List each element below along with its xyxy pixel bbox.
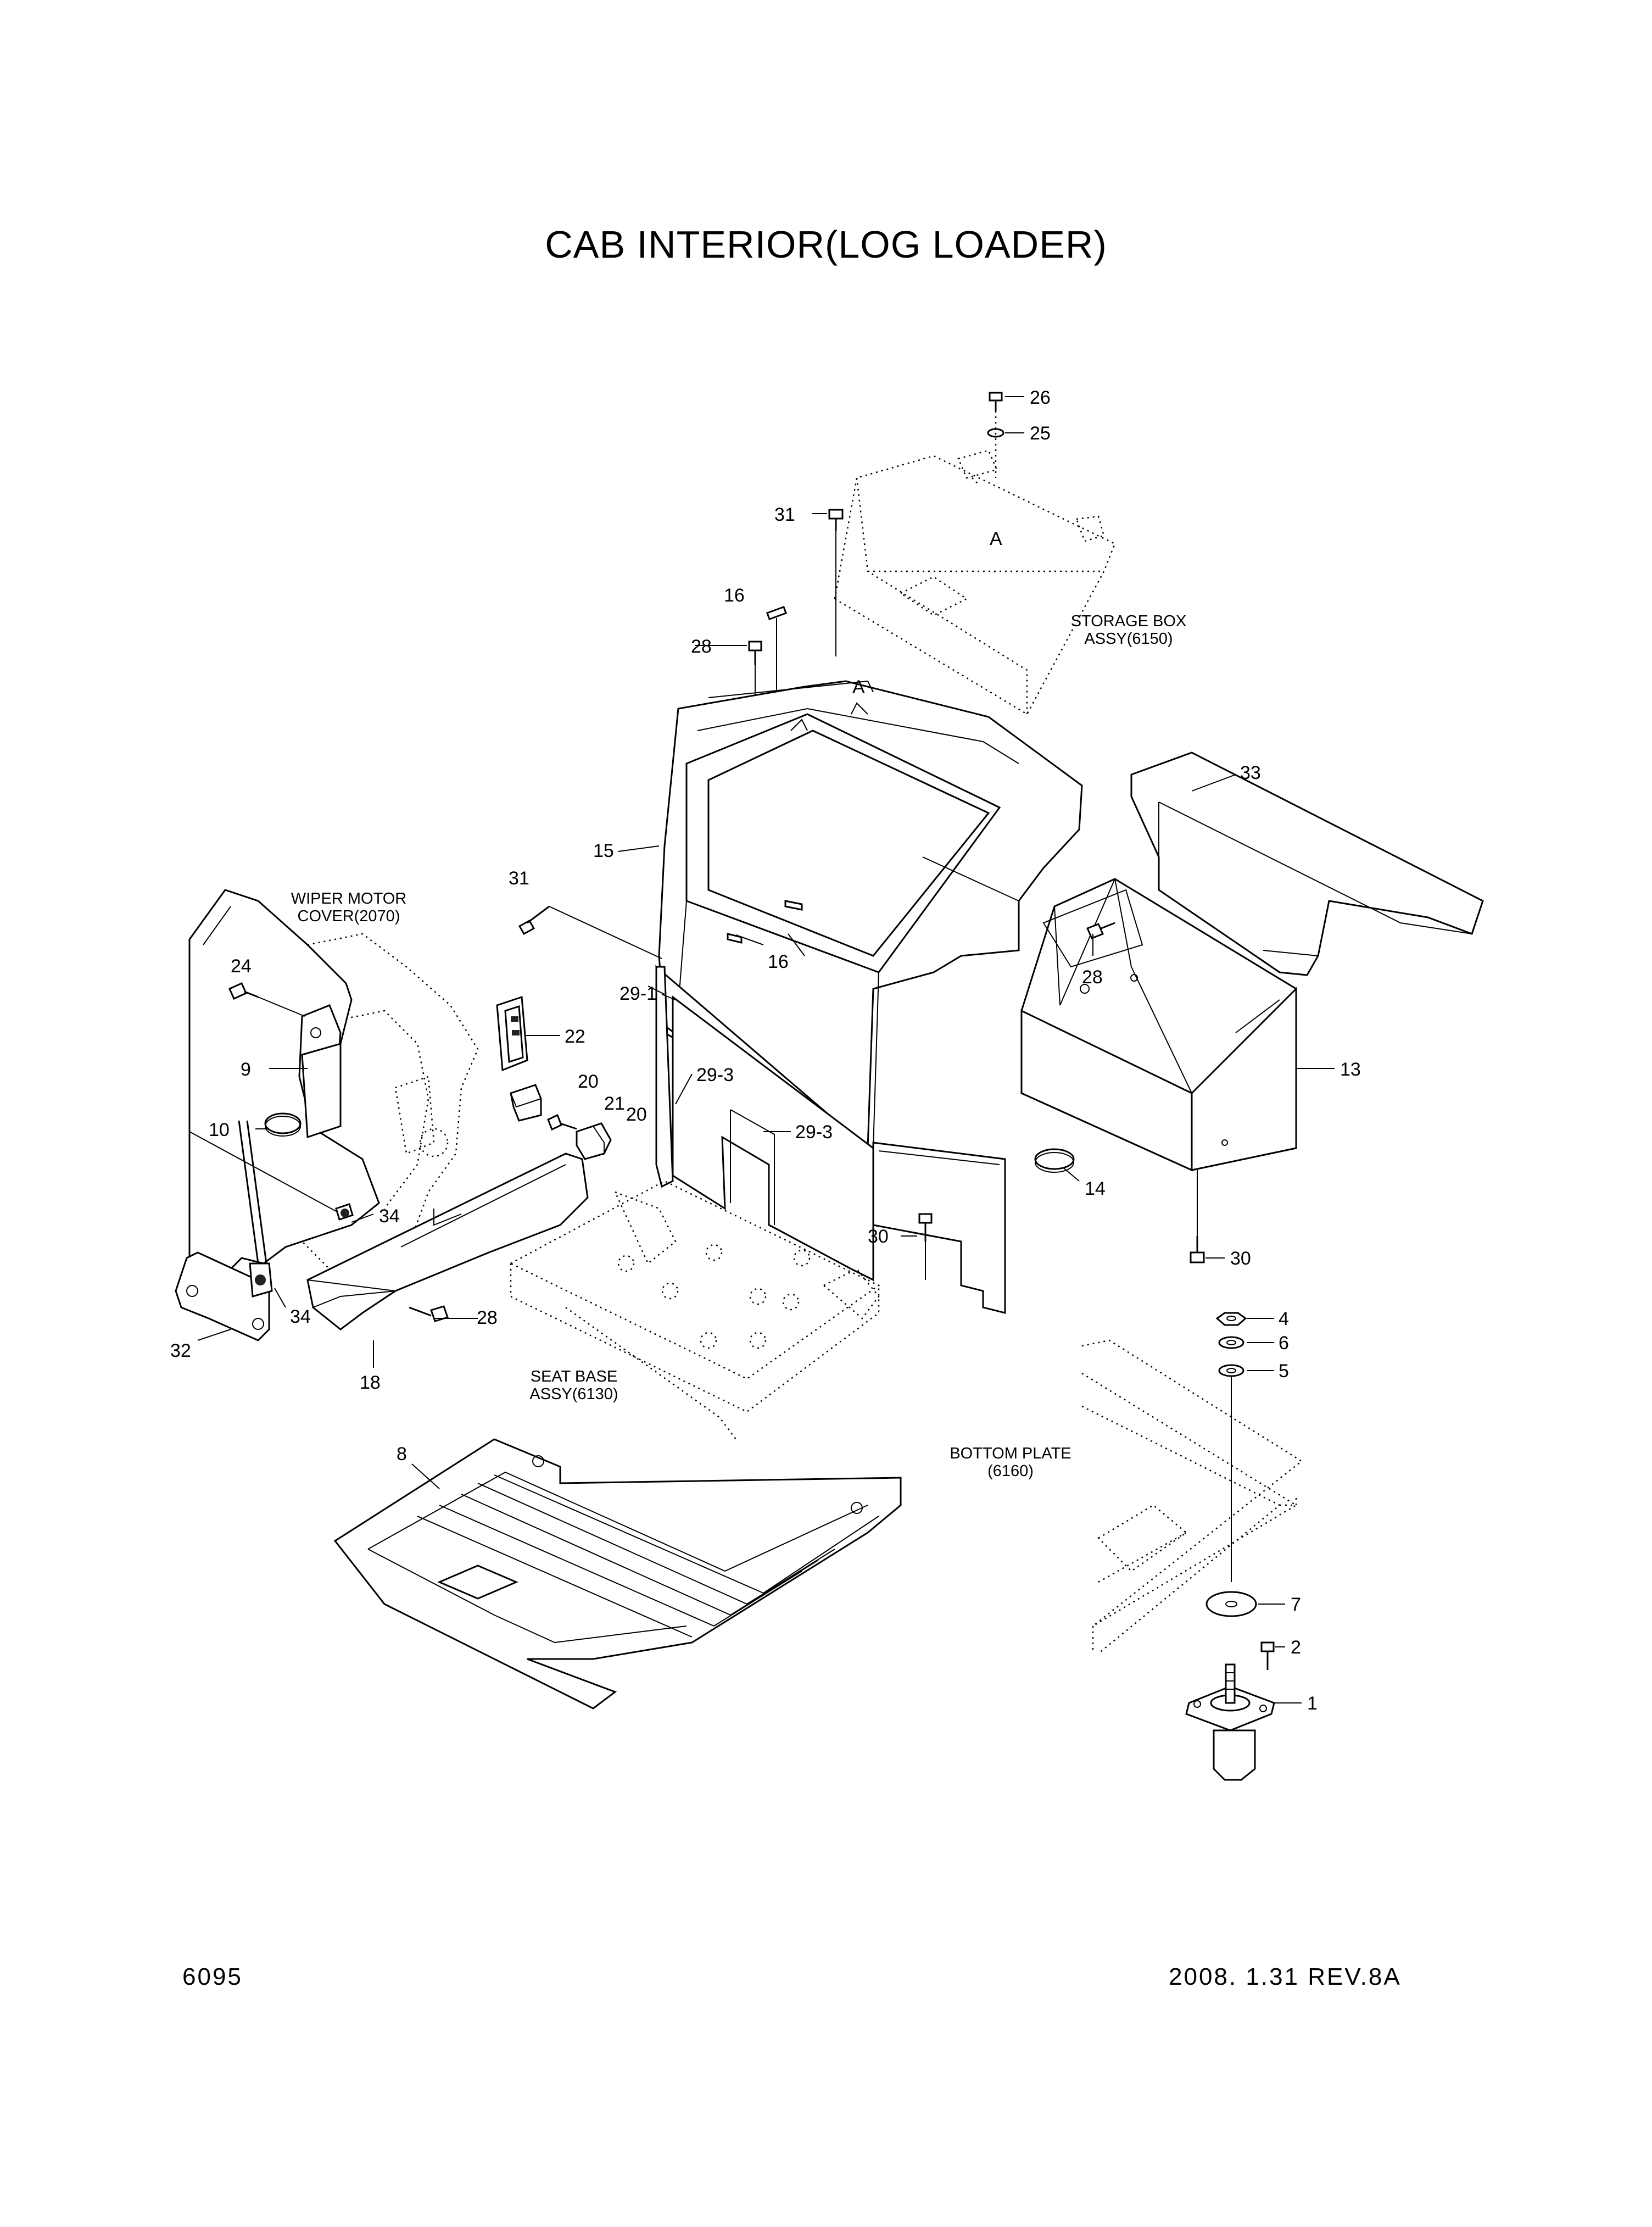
- seat-base-assembly: [509, 1180, 880, 1440]
- callout-22: 22: [565, 1026, 585, 1047]
- storage-box-label-1: STORAGE BOX: [1071, 613, 1187, 630]
- callout-20-a: 20: [578, 1071, 599, 1092]
- screw-28-right-icon: [1086, 922, 1115, 939]
- callout-8: 8: [397, 1444, 407, 1465]
- motor-bracket-9: [298, 1004, 342, 1139]
- wiper-cover-label-1: WIPER MOTOR: [291, 890, 407, 907]
- view-marker-a-panel: A: [852, 677, 865, 698]
- washer-5-icon: [1218, 1364, 1244, 1377]
- floor-mat-8: [333, 1438, 902, 1710]
- callout-1: 1: [1307, 1693, 1318, 1714]
- callout-16-top: 16: [724, 585, 745, 606]
- callout-18: 18: [360, 1372, 381, 1393]
- switch-20-a-icon: [510, 1084, 542, 1122]
- rear-panel-15: [658, 680, 1083, 1150]
- screw-24-icon: [228, 982, 305, 1017]
- callout-30-mid: 30: [868, 1226, 889, 1247]
- screw-30-mid-icon: [918, 1213, 933, 1280]
- callout-31-top: 31: [774, 504, 795, 525]
- screw-28-low-icon: [409, 1305, 449, 1322]
- view-marker-a-top: A: [990, 528, 1002, 549]
- callout-20-b: 20: [626, 1104, 647, 1125]
- callout-leaders: [197, 396, 1335, 1703]
- callout-33: 33: [1240, 762, 1261, 783]
- page-title: CAB INTERIOR(LOG LOADER): [545, 223, 1107, 266]
- callout-34-b: 34: [290, 1306, 311, 1327]
- switch-20-b-icon: [576, 1122, 612, 1160]
- clamp-14-icon: [1034, 1148, 1075, 1173]
- storage-box-label-2: ASSY(6150): [1084, 630, 1173, 648]
- storage-box-13: [1020, 878, 1297, 1172]
- panel-29-3-left: [672, 995, 874, 1282]
- callout-13: 13: [1340, 1059, 1361, 1080]
- callout-16-mid: 16: [768, 951, 789, 972]
- panel-29-3-right: [872, 1142, 1006, 1314]
- callout-9: 9: [241, 1059, 251, 1080]
- bottom-plate-assembly: [1081, 1339, 1303, 1654]
- seat-base-label-1: SEAT BASE: [531, 1368, 618, 1385]
- revision-date: 2008. 1.31 REV.8A: [1169, 1963, 1402, 1990]
- callout-29-3-a: 29-3: [696, 1065, 734, 1085]
- callout-32: 32: [170, 1340, 191, 1361]
- bolt-2-icon: [1260, 1641, 1275, 1670]
- washer-6-icon: [1218, 1336, 1244, 1349]
- callout-30-right: 30: [1230, 1248, 1251, 1269]
- screw-31-top-icon: [828, 509, 844, 656]
- assembly-labels: STORAGE BOX ASSY(6150) WIPER MOTOR COVER…: [291, 613, 1187, 1480]
- mount-1-icon: [1185, 1663, 1275, 1781]
- callout-28-top: 28: [691, 636, 712, 657]
- callout-31-mid: 31: [509, 868, 529, 889]
- callout-28-low: 28: [477, 1307, 498, 1328]
- rod-34: [238, 1120, 273, 1298]
- screw-31-mid-icon: [518, 905, 662, 959]
- clamp-10-icon: [264, 1112, 302, 1137]
- storage-box-assembly: [834, 449, 1116, 715]
- callout-6: 6: [1279, 1333, 1289, 1354]
- callout-7: 7: [1291, 1594, 1301, 1615]
- callout-21: 21: [604, 1093, 625, 1114]
- switch-22-icon: [496, 995, 528, 1072]
- bottom-plate-label-1: BOTTOM PLATE: [950, 1445, 1071, 1462]
- seat-base-label-2: ASSY(6130): [529, 1385, 618, 1403]
- wiper-cover-label-2: COVER(2070): [298, 907, 400, 925]
- callout-15: 15: [593, 840, 614, 861]
- screw-21-icon: [547, 1114, 577, 1131]
- callout-2: 2: [1291, 1637, 1301, 1658]
- callout-34-a: 34: [379, 1206, 400, 1227]
- bracket-33: [1130, 751, 1484, 976]
- washer-7-icon: [1205, 1591, 1257, 1617]
- bottom-plate-label-2: (6160): [987, 1462, 1034, 1480]
- callout-numbers: 26 25 31 16 28 33 15 31 16 28 24 22 29-1…: [170, 387, 1361, 1714]
- nut-4-icon: [1215, 1312, 1247, 1326]
- callout-25: 25: [1030, 423, 1051, 444]
- callout-10: 10: [209, 1120, 230, 1140]
- duct-18: [306, 1153, 589, 1330]
- page-number: 6095: [182, 1963, 243, 1990]
- screw-34-icon: [189, 1131, 354, 1221]
- callout-5: 5: [1279, 1361, 1289, 1382]
- callout-29-3-b: 29-3: [795, 1122, 833, 1143]
- screw-30-right-icon: [1190, 1170, 1205, 1263]
- callout-26: 26: [1030, 387, 1051, 408]
- callout-29-1: 29-1: [620, 983, 657, 1004]
- callout-14: 14: [1085, 1178, 1106, 1199]
- callout-24: 24: [231, 956, 252, 977]
- callout-4: 4: [1279, 1309, 1289, 1329]
- screw-26-icon: [989, 392, 1003, 411]
- callout-28-right: 28: [1082, 967, 1103, 988]
